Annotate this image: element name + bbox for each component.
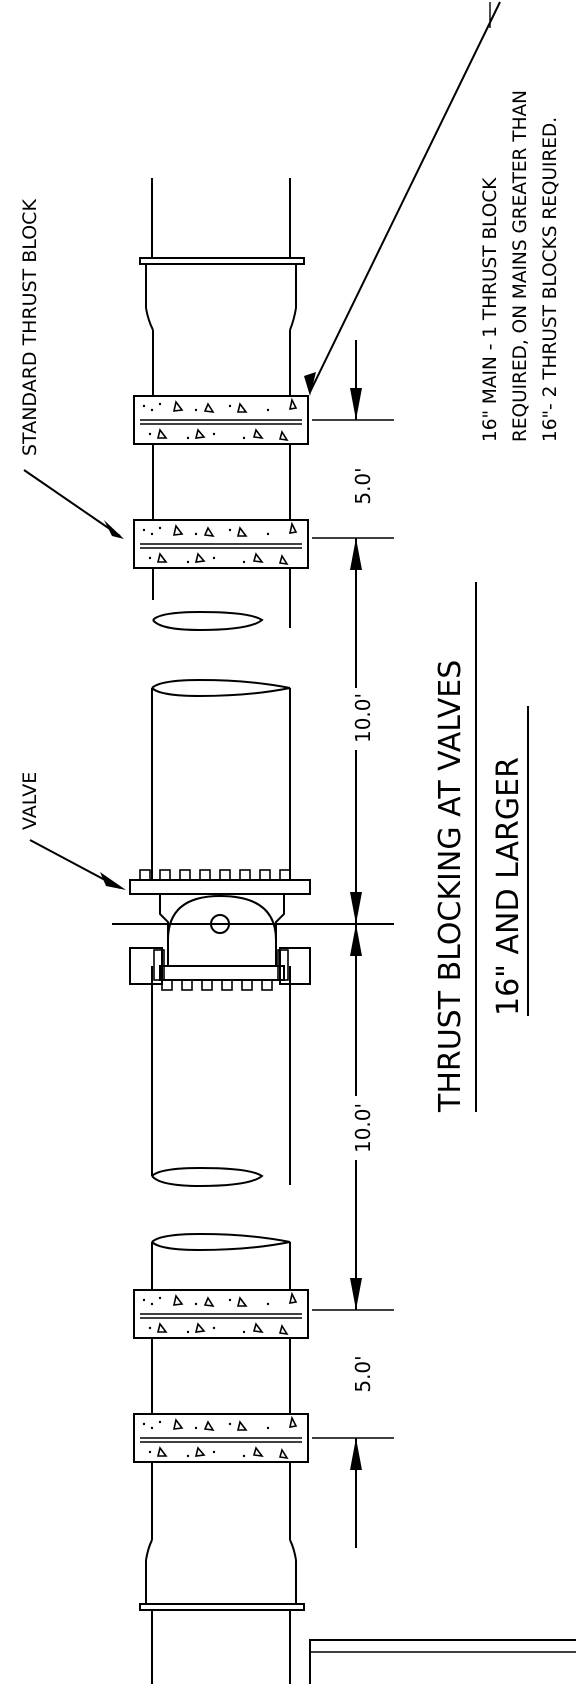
thrust-block-note: 16" MAIN - 1 THRUST BLOCK REQUIRED, ON M… xyxy=(480,2,561,442)
thrust-block-top-1 xyxy=(133,395,309,445)
drawing-title: THRUST BLOCKING AT VALVES 16" AND LARGER xyxy=(433,582,529,1113)
title-line-1: THRUST BLOCKING AT VALVES xyxy=(433,660,468,1113)
note-line-3: 16"- 2 THRUST BLOCKS REQUIRED. xyxy=(540,117,561,442)
thrust-block-top-2 xyxy=(133,519,309,569)
label-valve: VALVE xyxy=(19,772,41,830)
valve-body xyxy=(112,869,394,991)
note-line-2: REQUIRED, ON MAINS GREATER THAN xyxy=(510,90,531,442)
dimension-lines xyxy=(312,340,394,1548)
thrust-block-bottom-2 xyxy=(133,1413,309,1463)
dim-bottom-5: 5.0' xyxy=(351,1355,375,1392)
label-standard-thrust-block: STANDARD THRUST BLOCK xyxy=(19,199,41,456)
thrust-block-bottom-1 xyxy=(133,1289,309,1339)
dim-top-10: 10.0' xyxy=(351,693,375,743)
dim-bottom-10: 10.0' xyxy=(351,1103,375,1153)
dim-top-5: 5.0' xyxy=(351,467,375,504)
pipe-valve-section xyxy=(151,678,291,1188)
title-line-2: 16" AND LARGER xyxy=(491,757,526,1016)
pipe-top-section xyxy=(139,178,305,632)
leader-lines xyxy=(23,1,501,890)
note-line-1: 16" MAIN - 1 THRUST BLOCK xyxy=(480,177,501,442)
